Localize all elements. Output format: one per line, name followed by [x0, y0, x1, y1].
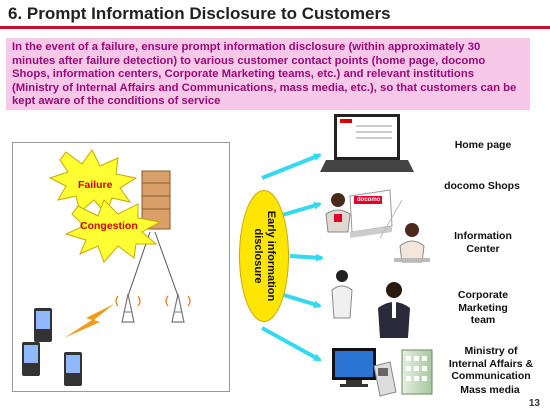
- congestion-label: Congestion: [80, 220, 138, 232]
- arrow-information-center: [289, 253, 324, 262]
- target-corporate-marketing: Corporate Marketing team: [450, 289, 516, 327]
- shop-counter-icon: [349, 189, 393, 238]
- server-icon: [141, 170, 171, 230]
- lightning-icon: [64, 304, 114, 338]
- early-disclosure-line-2: disclosure: [252, 228, 264, 284]
- page-number: 13: [528, 398, 540, 409]
- target-mass-media: Mass media: [460, 384, 520, 396]
- tv-icon: [332, 348, 376, 387]
- corp-line-2: Marketing: [458, 301, 508, 314]
- corp-line-1: Corporate: [457, 289, 509, 301]
- shop-sign-label: docomo: [357, 197, 381, 203]
- ministry-line-2: Internal Affairs &: [448, 357, 534, 370]
- early-disclosure-label: Early information disclosure: [251, 211, 277, 301]
- arrow-home-page: [261, 153, 322, 180]
- businessman-icon: [378, 282, 410, 338]
- mobile-device-icon: [373, 361, 397, 397]
- network-link: [154, 231, 179, 297]
- shop-clerk-icon: [325, 193, 351, 233]
- woman-phone-icon: [331, 270, 353, 319]
- target-ministry: Ministry of Internal Affairs & Communica…: [438, 345, 544, 383]
- base-station-icon: [165, 293, 191, 323]
- operator-icon: [394, 223, 430, 263]
- arrow-ministry: [261, 326, 322, 362]
- ministry-line-1: Ministry of: [464, 345, 518, 357]
- target-information-center: Information Center: [450, 230, 516, 255]
- page-title: 6. Prompt Information Disclosure to Cust…: [8, 4, 391, 23]
- info-center-line-2: Center: [466, 242, 500, 255]
- mobile-phone-icon: [64, 352, 82, 386]
- target-home-page: Home page: [454, 139, 512, 151]
- mobile-phone-icon: [34, 308, 52, 342]
- congestion-burst: [64, 199, 162, 263]
- divider: [379, 199, 403, 239]
- corp-line-3: team: [470, 314, 496, 326]
- building-icon: [401, 349, 433, 395]
- target-docomo-shops: docomo Shops: [444, 180, 520, 192]
- base-station-icon: [115, 293, 141, 323]
- info-center-line-1: Information: [454, 230, 512, 242]
- mobile-phone-icon: [22, 342, 40, 376]
- summary-callout: In the event of a failure, ensure prompt…: [6, 38, 530, 110]
- title-rule: [0, 26, 550, 29]
- early-disclosure-oval: [239, 190, 289, 322]
- ministry-line-3: Communication: [451, 370, 531, 382]
- failure-label: Failure: [78, 179, 113, 191]
- early-disclosure-line-1: Early information: [265, 210, 277, 302]
- laptop-icon: [320, 114, 414, 172]
